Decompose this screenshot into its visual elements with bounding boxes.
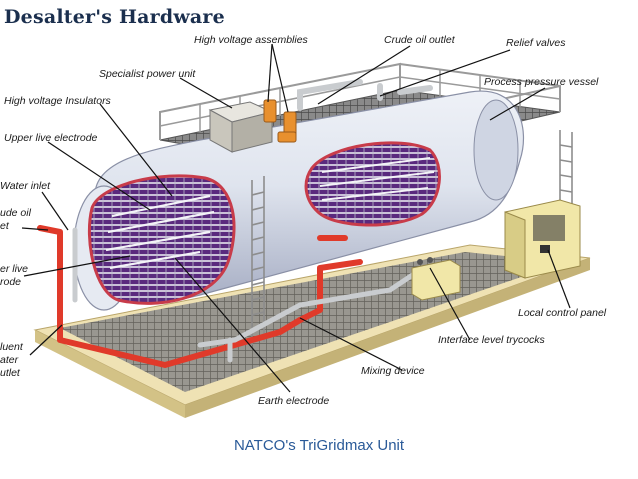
label-effluent-water-outlet-1: luent — [0, 341, 24, 353]
label-crude-oil-inlet-1: ude oil — [0, 207, 32, 219]
leader-lines — [21, 43, 571, 393]
left-cutaway — [87, 174, 236, 305]
label-effluent-water-outlet-2: ater — [0, 354, 19, 366]
label-upper-live-electrode: Upper live electrode — [4, 132, 98, 144]
label-high-voltage-assemblies: High voltage assemblies — [194, 34, 309, 46]
label-lower-live-electrode-1: er live — [0, 263, 28, 275]
label-local-control-panel: Local control panel — [518, 307, 607, 319]
label-crude-oil-outlet: Crude oil outlet — [384, 34, 456, 46]
label-water-inlet: Water inlet — [0, 180, 51, 192]
grey-piping — [72, 227, 423, 363]
label-interface-level-trycocks: Interface level trycocks — [438, 334, 546, 346]
label-mixing-device: Mixing device — [361, 365, 425, 377]
label-lower-live-electrode-2: rode — [0, 276, 21, 288]
page-title: Desalter's Hardware — [4, 6, 225, 28]
high-voltage-assemblies — [263, 99, 297, 143]
local-control-panel — [504, 199, 581, 279]
specialist-power-unit — [208, 101, 274, 153]
label-effluent-water-outlet-3: utlet — [0, 367, 21, 379]
label-high-voltage-insulators: High voltage Insulators — [4, 95, 112, 107]
label-earth-electrode: Earth electrode — [258, 395, 329, 407]
label-crude-oil-inlet-2: et — [0, 220, 10, 232]
right-cutaway — [304, 141, 441, 227]
label-relief-valves: Relief valves — [506, 37, 566, 49]
label-specialist-power-unit: Specialist power unit — [99, 68, 196, 80]
label-process-pressure-vessel: Process pressure vessel — [484, 76, 599, 88]
red-piping — [37, 225, 363, 368]
figure-caption: NATCO's TriGridmax Unit — [233, 437, 405, 454]
